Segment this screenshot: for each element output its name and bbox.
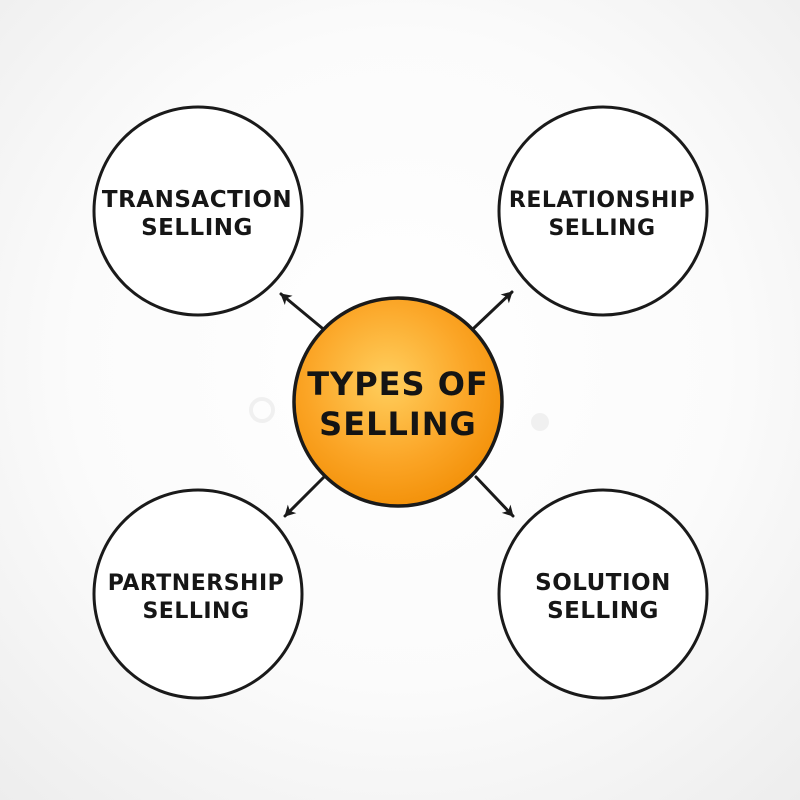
node-label-line2: SELLING bbox=[142, 599, 249, 624]
node-solution-selling: SOLUTION SELLING bbox=[497, 488, 709, 700]
node-circle bbox=[92, 105, 304, 317]
arrow-to-relationship bbox=[472, 290, 514, 330]
node-label-line2: SELLING bbox=[547, 598, 659, 624]
node-label-line1: PARTNERSHIP bbox=[108, 571, 285, 596]
node-circle bbox=[497, 488, 709, 700]
center-circle bbox=[292, 296, 504, 508]
node-circle bbox=[92, 488, 304, 700]
node-label-line1: TRANSACTION bbox=[102, 187, 292, 213]
node-transaction-selling: TRANSACTION SELLING bbox=[92, 105, 304, 317]
arrow-to-partnership bbox=[283, 475, 326, 518]
node-label-line2: SELLING bbox=[141, 215, 253, 241]
node-label-line1: SOLUTION bbox=[535, 570, 671, 596]
arrow-to-solution bbox=[474, 475, 515, 518]
node-partnership-selling: PARTNERSHIP SELLING bbox=[92, 488, 304, 700]
node-label-line2: SELLING bbox=[548, 216, 655, 241]
connectors bbox=[279, 290, 515, 518]
arrow-to-transaction bbox=[279, 292, 324, 330]
center-label-line1: TYPES OF bbox=[307, 365, 489, 403]
watermark bbox=[249, 397, 549, 431]
node-circle bbox=[497, 105, 709, 317]
center-node: TYPES OF SELLING bbox=[292, 296, 504, 508]
node-label-line1: RELATIONSHIP bbox=[509, 188, 695, 213]
center-label-line2: SELLING bbox=[319, 405, 477, 443]
node-relationship-selling: RELATIONSHIP SELLING bbox=[497, 105, 709, 317]
